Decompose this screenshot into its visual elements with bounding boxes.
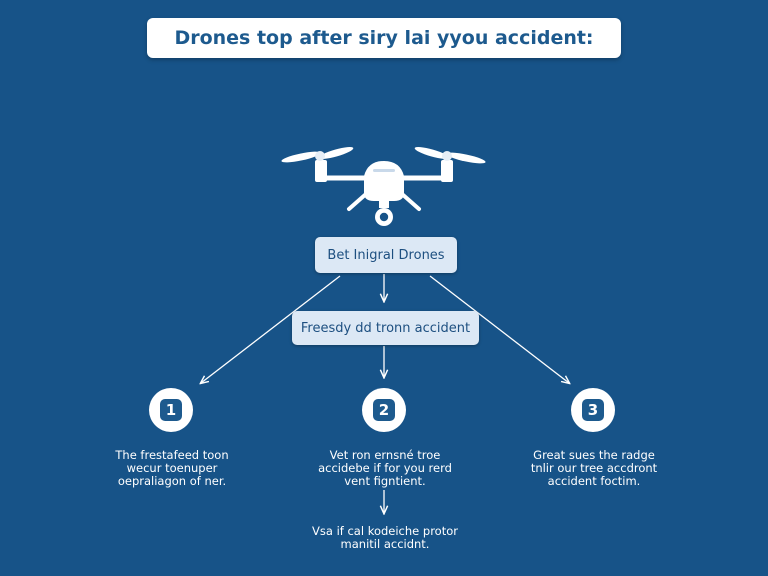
step-2-badge: 2 (362, 388, 406, 432)
step-1-line: oepraliagon of ner. (117, 474, 227, 488)
step-1-description: The frestafeed toon wecur toenuper oepra… (72, 449, 272, 488)
step-1-number: 1 (160, 399, 182, 421)
step-3-line: tnlir our tree accdront (530, 461, 658, 475)
step-3-description: Great sues the radge tnlir our tree accd… (494, 449, 694, 488)
page-title: Drones top after siry lai yyou accident: (147, 18, 621, 58)
step-3-line: Great sues the radge (533, 448, 655, 462)
step-3-line: accident foctim. (547, 474, 641, 488)
final-note-line: manitil accidnt. (340, 537, 430, 551)
step-2-line: Vet ron ernsné troe (329, 448, 441, 462)
node-drones: Bet Inigral Drones (315, 237, 457, 273)
step-2-number: 2 (373, 399, 395, 421)
arrow-down-icon (201, 274, 569, 513)
step-2-line: vent figntient. (344, 474, 426, 488)
final-note: Vsa if cal kodeiche protor manitil accid… (285, 525, 485, 551)
step-3-number: 3 (582, 399, 604, 421)
final-note-line: Vsa if cal kodeiche protor (312, 524, 458, 538)
step-1-badge: 1 (149, 388, 193, 432)
step-1-line: wecur toenuper (126, 461, 218, 475)
step-2-line: accidebe if for you rerd (318, 461, 452, 475)
node-accident: Freesdy dd tronn accident (292, 311, 479, 345)
drone-icon (281, 147, 486, 226)
step-2-description: Vet ron ernsné troe accidebe if for you … (285, 449, 485, 488)
step-1-line: The frestafeed toon (115, 448, 229, 462)
step-3-badge: 3 (571, 388, 615, 432)
